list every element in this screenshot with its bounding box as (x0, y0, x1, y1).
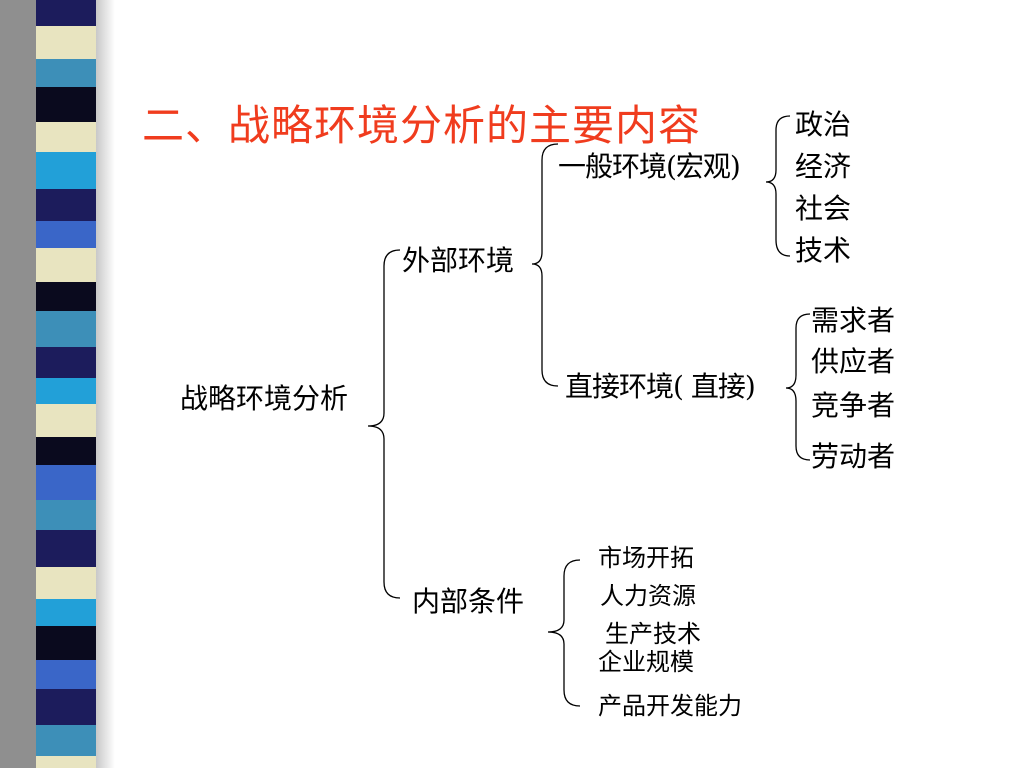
stripe-tile (36, 221, 96, 248)
direct-brace (785, 313, 811, 461)
stripe-tile (36, 626, 96, 660)
internal-item: 生产技术 (605, 620, 701, 648)
root-node: 战略环境分析 (180, 382, 349, 415)
stripe-tile (36, 500, 96, 530)
general-environment-node: 一般环境(宏观) (558, 150, 741, 183)
stripe-tile (36, 152, 96, 189)
direct-item: 竞争者 (811, 389, 896, 422)
stripe-tile (36, 0, 96, 26)
direct-item: 供应者 (811, 345, 896, 378)
stripe-tile (36, 725, 96, 756)
stripe-tile (36, 26, 96, 59)
stripe-tile (36, 530, 96, 567)
direct-environment-node: 直接环境( 直接) (565, 370, 756, 403)
stripe-tile (36, 311, 96, 347)
stripe-tile (36, 378, 96, 404)
general-item: 政治 (795, 108, 852, 141)
internal-item: 产品开发能力 (598, 692, 742, 720)
stripe-gray-edge (0, 0, 36, 768)
page-title: 二、战略环境分析的主要内容 (142, 101, 702, 150)
stripe-tile (36, 282, 96, 311)
general-item: 技术 (795, 234, 852, 267)
stripe-tile (36, 660, 96, 689)
stripe-tile (36, 189, 96, 221)
external-brace (531, 143, 559, 387)
stripe-tile (36, 437, 96, 465)
internal-item: 企业规模 (598, 648, 694, 676)
general-item: 经济 (795, 150, 852, 183)
general-brace (765, 115, 791, 257)
stripe-tile (36, 689, 96, 725)
stripe-tile (36, 567, 96, 599)
stripe-tile (36, 756, 96, 768)
stripe-tile (36, 404, 96, 437)
internal-brace (547, 559, 581, 707)
internal-item: 人力资源 (600, 582, 696, 610)
stripe-tile (36, 87, 96, 122)
direct-item: 需求者 (811, 304, 896, 337)
external-node: 外部环境 (402, 244, 515, 277)
root-brace (367, 249, 401, 599)
stripe-tile (36, 248, 96, 282)
stripe-tiles (36, 0, 96, 768)
stripe-tile (36, 465, 96, 500)
stripe-tile (36, 122, 96, 152)
general-item: 社会 (795, 192, 852, 225)
decorative-stripe (0, 0, 115, 768)
stripe-tile (36, 347, 96, 378)
internal-item: 市场开拓 (598, 544, 694, 572)
stripe-tile (36, 599, 96, 626)
internal-node: 内部条件 (412, 585, 525, 618)
stripe-tile (36, 59, 96, 87)
stripe-shadow (96, 0, 115, 768)
direct-item: 劳动者 (811, 440, 896, 473)
